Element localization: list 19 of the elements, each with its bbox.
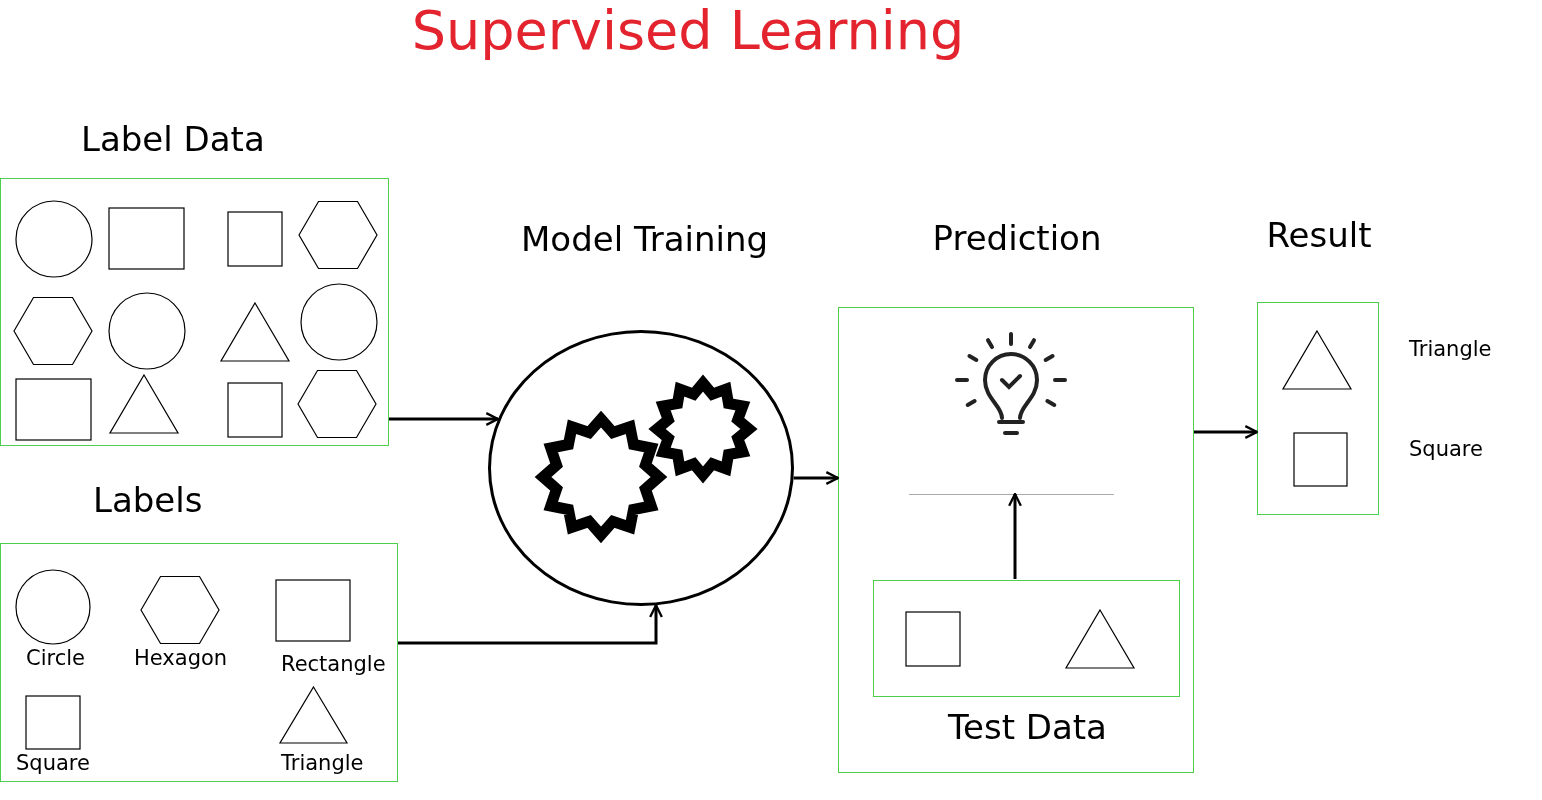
- arrow: [1008, 492, 1022, 579]
- heading: Prediction: [931, 218, 1103, 259]
- shape-label: Rectangle: [281, 652, 386, 678]
- shape-label: Circle: [26, 646, 85, 672]
- arrow: [793, 471, 840, 485]
- arrow: [389, 412, 500, 426]
- heading: Model Training: [521, 219, 767, 260]
- heading: Test Data: [947, 707, 1108, 748]
- shape-label: Hexagon: [134, 646, 228, 672]
- title: Supervised Learning: [411, 0, 965, 63]
- heading: Label Data: [81, 119, 265, 160]
- shape-label: Triangle: [281, 751, 364, 777]
- arrow: [1194, 425, 1259, 439]
- heading: Result: [1265, 215, 1373, 256]
- heading: Labels: [93, 480, 203, 521]
- shape-label: Square: [16, 751, 90, 777]
- result-label: Triangle: [1409, 337, 1492, 363]
- arrow: [398, 604, 663, 645]
- result-label: Square: [1409, 437, 1483, 463]
